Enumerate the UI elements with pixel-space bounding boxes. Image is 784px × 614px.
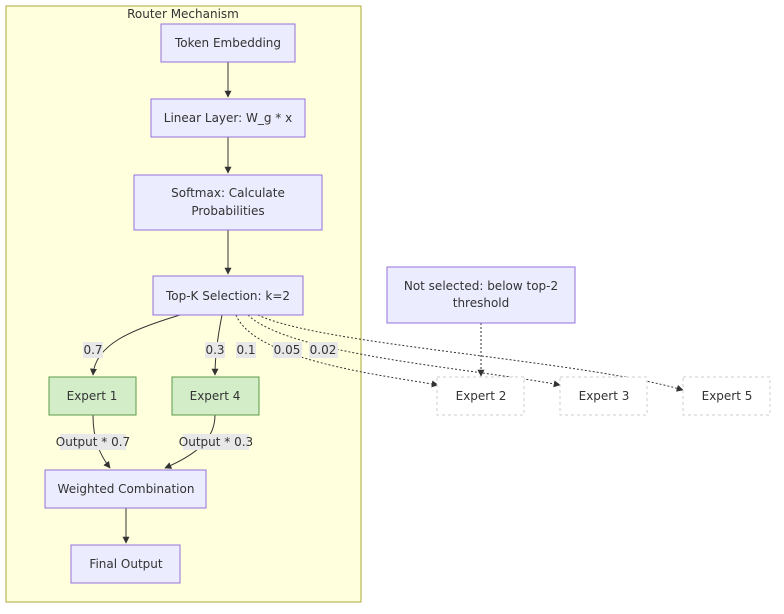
node-expert5-label: Expert 5 (702, 389, 753, 403)
edge-label-expert1-output: Output * 0.7 (56, 434, 130, 450)
edge-label-0-05-text: 0.05 (274, 343, 301, 357)
node-token-embedding-label: Token Embedding (174, 36, 281, 50)
node-token-embedding: Token Embedding (160, 23, 296, 63)
node-softmax-label-line2: Probabilities (191, 204, 264, 218)
edge-label-0-02-text: 0.02 (310, 343, 337, 357)
note-label-line1: Not selected: below top-2 (404, 279, 558, 293)
node-softmax: Softmax: Calculate Probabilities (133, 174, 323, 231)
node-weighted-combination-label: Weighted Combination (58, 482, 195, 496)
edge-label-0-7-text: 0.7 (83, 343, 102, 357)
node-expert3: Expert 3 (559, 376, 648, 416)
node-expert2: Expert 2 (436, 376, 525, 416)
edge-label-0-05: 0.05 (273, 342, 302, 358)
cluster-title: Router Mechanism (127, 7, 239, 21)
node-expert4: Expert 4 (171, 376, 260, 416)
edge-label-0-3-text: 0.3 (205, 343, 224, 357)
edge-label-0-7: 0.7 (83, 342, 103, 358)
node-expert3-label: Expert 3 (579, 389, 630, 403)
edge-topk-to-expert1 (89, 314, 181, 376)
node-expert5: Expert 5 (682, 376, 771, 416)
node-expert2-label: Expert 2 (456, 389, 507, 403)
node-expert4-label: Expert 4 (190, 389, 241, 403)
node-note-not-selected: Not selected: below top-2 threshold (386, 266, 576, 324)
node-final-output-label: Final Output (89, 557, 162, 571)
edge-label-0-1: 0.1 (236, 342, 256, 358)
edge-label-expert1-output-text: Output * 0.7 (56, 435, 130, 449)
node-softmax-label-line1: Softmax: Calculate (171, 186, 285, 200)
edge-label-0-3: 0.3 (205, 342, 225, 358)
node-final-output: Final Output (70, 544, 181, 584)
node-expert1-label: Expert 1 (67, 389, 118, 403)
node-linear-layer: Linear Layer: W_g * x (150, 98, 306, 138)
edge-label-0-1-text: 0.1 (236, 343, 255, 357)
node-topk-selection-label: Top-K Selection: k=2 (165, 289, 290, 303)
edge-label-0-02: 0.02 (309, 342, 338, 358)
edge-topk-to-expert2 (235, 314, 439, 388)
node-expert1: Expert 1 (48, 376, 137, 416)
edge-label-expert4-output-text: Output * 0.3 (179, 435, 253, 449)
node-linear-layer-label: Linear Layer: W_g * x (164, 111, 292, 125)
node-topk-selection: Top-K Selection: k=2 (152, 275, 304, 316)
node-weighted-combination: Weighted Combination (44, 469, 207, 509)
edge-label-expert4-output: Output * 0.3 (179, 434, 253, 450)
note-label-line2: threshold (453, 296, 510, 310)
